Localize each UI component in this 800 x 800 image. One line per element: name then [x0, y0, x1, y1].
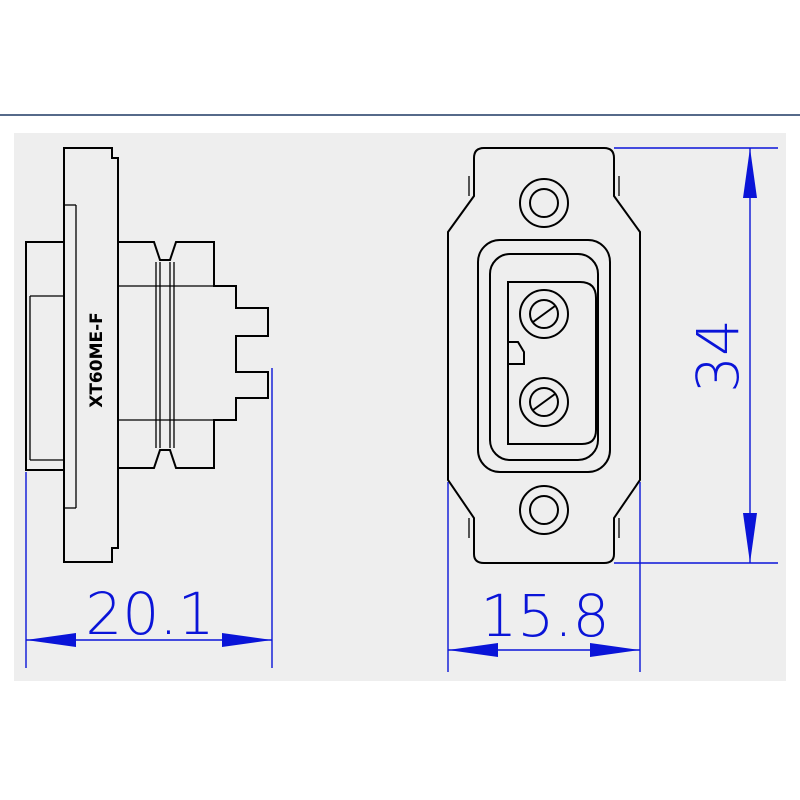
contact-terminal-1 — [519, 289, 569, 339]
front-view — [447, 147, 641, 564]
side-view-flange — [63, 147, 119, 563]
dimension-width: 15.8 — [447, 482, 641, 672]
dimension-length: 20.1 — [25, 368, 273, 668]
front-view-flange — [447, 147, 641, 564]
part-label: XT60ME-F — [87, 312, 107, 408]
dimension-length-value: 20.1 — [85, 580, 214, 648]
socket-recess — [489, 253, 599, 461]
side-view-rear-housing — [25, 241, 65, 471]
dimension-height: 34 — [614, 147, 778, 564]
socket-shroud — [507, 281, 597, 445]
dimension-width-value: 15.8 — [480, 582, 609, 650]
mount-hole-bottom — [519, 485, 569, 535]
mount-hole-top — [519, 178, 569, 228]
socket-outer-frame — [477, 239, 611, 473]
drawing-panel — [14, 133, 786, 681]
side-view-front-body — [117, 241, 269, 469]
dimension-height-value: 34 — [684, 319, 752, 393]
side-view: XT60ME-F — [25, 147, 269, 563]
contact-terminal-2 — [519, 377, 569, 427]
